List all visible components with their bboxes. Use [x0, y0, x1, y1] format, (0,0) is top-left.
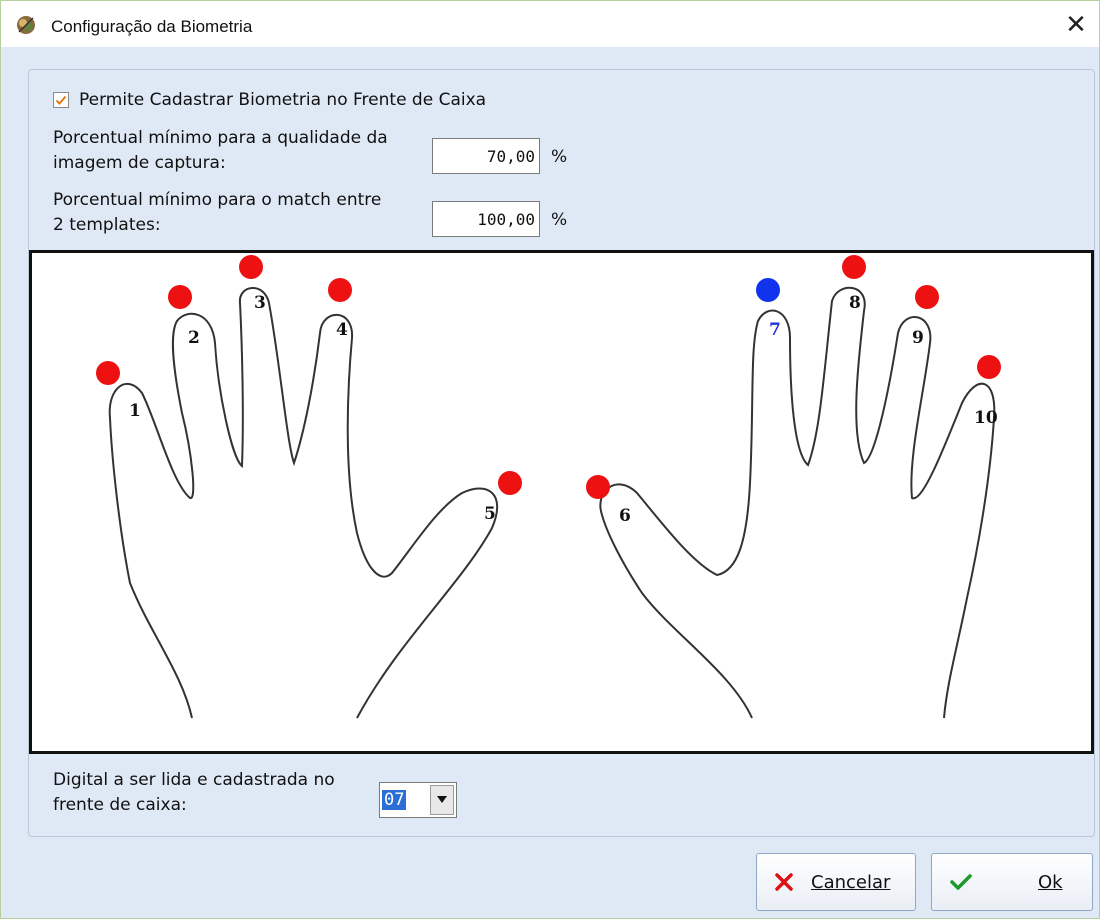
hands-diagram: 1 2 3 4 5 6 7 8 9 10 — [29, 250, 1094, 754]
cancel-button[interactable]: Cancelar — [756, 853, 916, 911]
chevron-down-icon — [437, 796, 447, 803]
quality-label-line1: Porcentual mínimo para a qualidade da — [53, 128, 388, 148]
finger-dot-7[interactable] — [756, 278, 780, 302]
finger-dot-8[interactable] — [842, 255, 866, 279]
finger-label-10: 10 — [974, 408, 998, 428]
ok-button[interactable]: Ok — [931, 853, 1093, 911]
title-bar: Configuração da Biometria ✕ — [1, 1, 1099, 47]
x-icon — [775, 873, 793, 891]
finger-dot-6[interactable] — [586, 475, 610, 499]
match-input[interactable] — [432, 201, 540, 237]
finger-dot-5[interactable] — [498, 471, 522, 495]
digital-select-arrow[interactable] — [430, 785, 454, 815]
window-title: Configuração da Biometria — [51, 17, 253, 36]
finger-label-5: 5 — [484, 504, 496, 524]
match-label-line1: Porcentual mínimo para o match entre — [53, 190, 382, 210]
allow-register-label: Permite Cadastrar Biometria no Frente de… — [79, 90, 487, 110]
digital-label: Digital a ser lida e cadastrada no frent… — [53, 768, 335, 818]
hands-svg: 1 2 3 4 5 6 7 8 9 10 — [96, 255, 1001, 719]
finger-label-7: 7 — [769, 320, 781, 340]
close-icon: ✕ — [1065, 8, 1087, 39]
allow-register-row[interactable]: Permite Cadastrar Biometria no Frente de… — [53, 90, 486, 110]
finger-dot-2[interactable] — [168, 285, 192, 309]
finger-label-3: 3 — [254, 293, 266, 313]
quality-label-line2: imagem de captura: — [53, 153, 226, 173]
match-label-line2: 2 templates: — [53, 215, 161, 235]
settings-panel: Permite Cadastrar Biometria no Frente de… — [28, 69, 1095, 837]
check-mark-icon — [55, 95, 67, 105]
finger-label-9: 9 — [912, 328, 924, 348]
biometria-app-icon — [17, 16, 35, 34]
check-icon — [950, 873, 972, 891]
finger-label-4: 4 — [336, 320, 348, 340]
finger-dots — [96, 255, 1001, 499]
finger-dot-9[interactable] — [915, 285, 939, 309]
left-hand-outline — [108, 287, 499, 719]
finger-label-8: 8 — [849, 293, 861, 313]
cancel-label: Cancelar — [811, 871, 891, 893]
finger-label-2: 2 — [188, 328, 200, 348]
match-label: Porcentual mínimo para o match entre 2 t… — [53, 188, 381, 238]
quality-label: Porcentual mínimo para a qualidade da im… — [53, 126, 388, 176]
finger-dot-4[interactable] — [328, 278, 352, 302]
quality-input[interactable] — [432, 138, 540, 174]
digital-label-line1: Digital a ser lida e cadastrada no — [53, 770, 335, 790]
digital-select-value: 07 — [382, 790, 407, 810]
close-button[interactable]: ✕ — [1053, 1, 1099, 47]
quality-unit: % — [551, 147, 568, 167]
finger-dot-1[interactable] — [96, 361, 120, 385]
finger-labels: 1 2 3 4 5 6 7 8 9 10 — [129, 293, 998, 526]
finger-label-1: 1 — [129, 401, 141, 421]
finger-dot-3[interactable] — [239, 255, 263, 279]
finger-label-6: 6 — [619, 506, 631, 526]
finger-dot-10[interactable] — [977, 355, 1001, 379]
match-unit: % — [551, 210, 568, 230]
ok-label: Ok — [1038, 871, 1063, 893]
digital-label-line2: frente de caixa: — [53, 795, 187, 815]
right-hand-outline — [599, 286, 996, 719]
digital-select[interactable]: 07 — [379, 782, 457, 818]
allow-register-checkbox[interactable] — [53, 92, 69, 108]
